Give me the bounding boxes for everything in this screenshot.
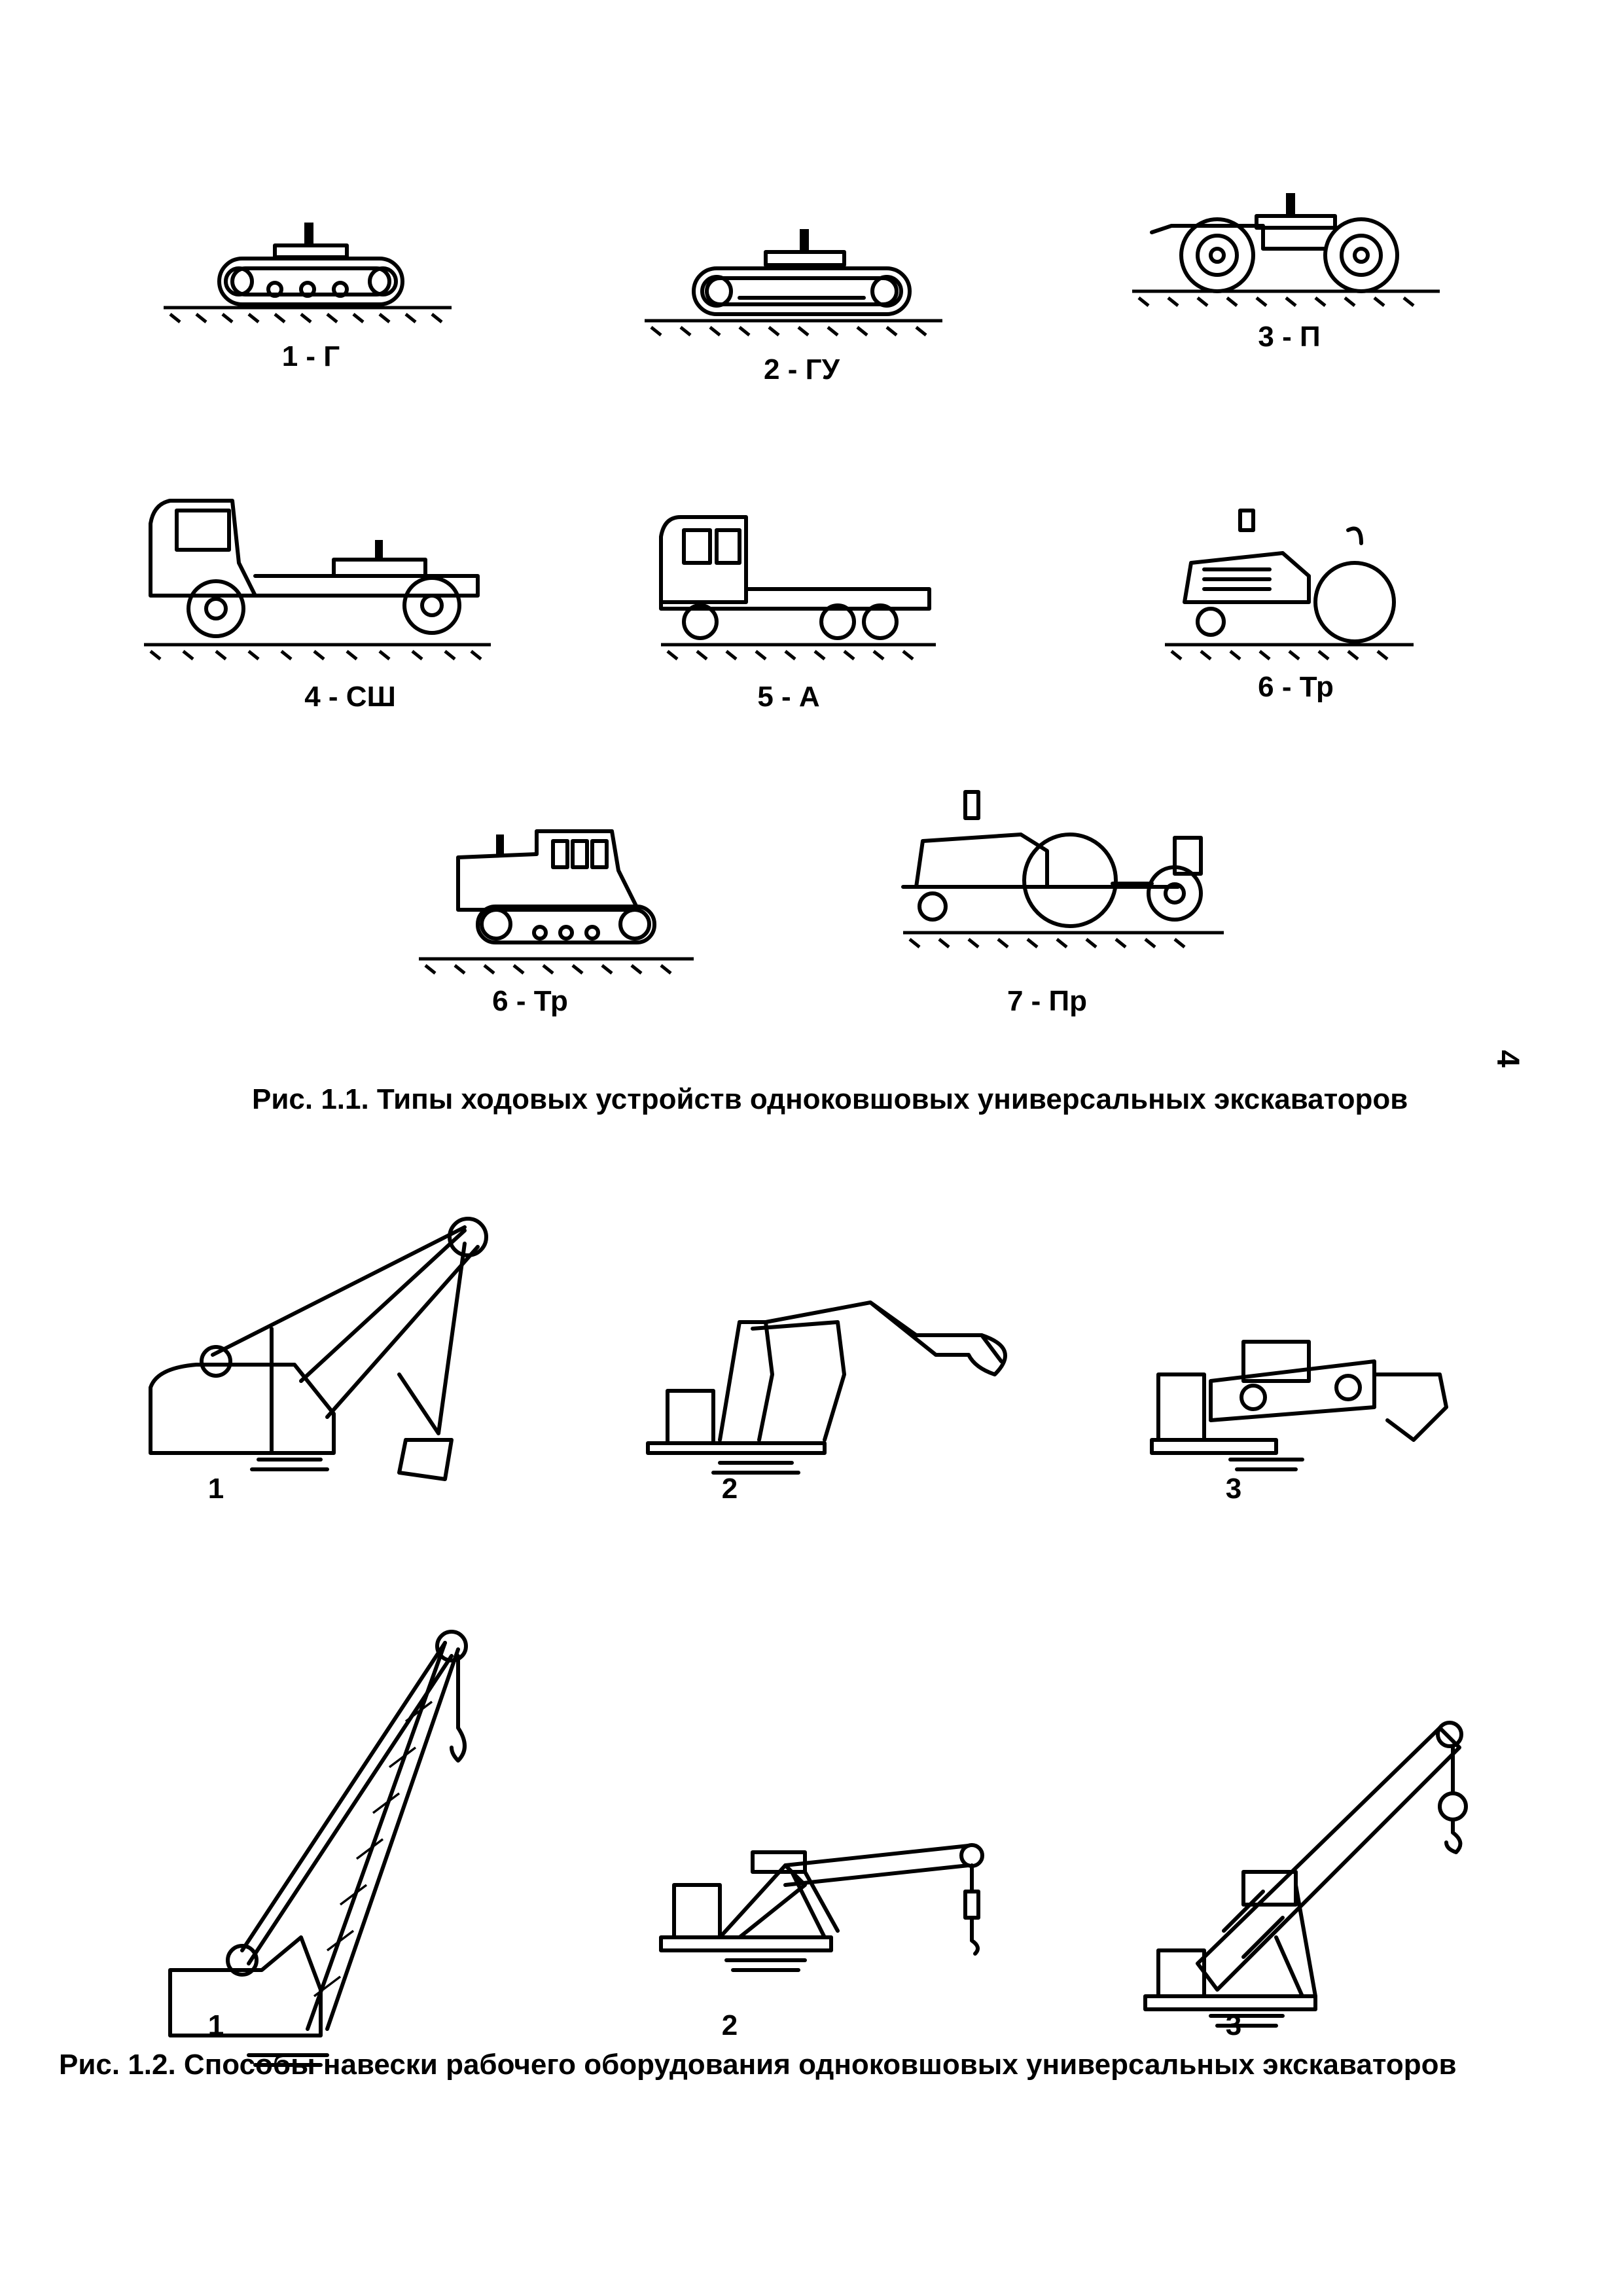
hydraulic-crane-boom-icon <box>659 1843 984 1972</box>
fig2-label-1a: 1 <box>207 1473 224 1505</box>
crawler-undercarriage-icon <box>164 223 452 323</box>
fig1-label-7: 7 - Пр <box>1007 985 1088 1017</box>
fig2-label-2b: 2 <box>721 2009 738 2041</box>
lattice-crane-boom-icon <box>168 1630 468 2067</box>
fig1-label-5: 5 - А <box>757 681 820 713</box>
special-chassis-truck-icon <box>144 499 491 660</box>
page-number: 4 <box>1489 1050 1525 1067</box>
wide-crawler-undercarriage-icon <box>645 229 942 336</box>
fig2-label-1b: 1 <box>207 2009 224 2041</box>
fig1-label-1: 1 - Г <box>281 340 340 372</box>
automobile-chassis-icon <box>659 515 936 660</box>
fig1-label-4: 4 - СШ <box>304 681 396 713</box>
pneumatic-wheel-undercarriage-icon <box>1132 193 1440 307</box>
fig2-label-2a: 2 <box>721 1473 738 1505</box>
backhoe-hydraulic-icon <box>646 1300 1007 1475</box>
telescopic-bucket-icon <box>1150 1340 1448 1471</box>
tractor-with-trailer-icon <box>901 790 1224 948</box>
figure2-caption: Рис. 1.2. Способы навески рабочего обору… <box>59 2049 1457 2081</box>
figure1-caption: Рис. 1.1. Типы ходовых устройств одноков… <box>252 1083 1408 1115</box>
fig1-label-2: 2 - ГУ <box>764 353 840 386</box>
shovel-rope-suspension-icon <box>149 1217 488 1481</box>
fig2-label-3a: 3 <box>1225 1473 1242 1505</box>
fig1-label-3: 3 - П <box>1258 321 1321 353</box>
telescopic-crane-boom-icon <box>1143 1721 1468 2028</box>
fig1-label-6b: 6 - Тр <box>492 985 568 1017</box>
fig2-label-3b: 3 <box>1225 2009 1242 2041</box>
crawler-tractor-icon <box>419 829 694 975</box>
wheeled-tractor-icon <box>1165 509 1414 660</box>
fig1-label-6a: 6 - Тр <box>1258 671 1334 703</box>
